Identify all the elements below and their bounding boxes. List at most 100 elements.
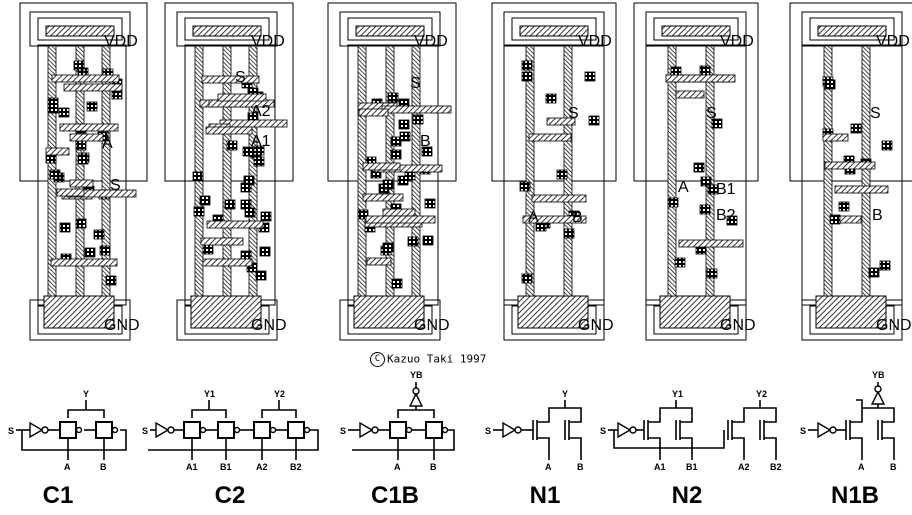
layout-group: VDDGNDVDDGNDVDDGNDVDDGNDVDDGNDVDDGNDSASA… — [19, 2, 912, 341]
pin-label: B — [100, 462, 107, 472]
transmission-gate — [287, 421, 305, 439]
contact — [357, 209, 369, 220]
contact — [105, 275, 117, 286]
nwell-outline — [789, 2, 912, 182]
inverter-bubble — [41, 426, 49, 434]
gate-bubble — [199, 426, 207, 434]
cell-label-n2: N2 — [671, 482, 703, 509]
cell-boundary — [503, 44, 605, 306]
metal-bar — [362, 162, 401, 171]
metal-bar — [69, 133, 104, 142]
vdd-metal — [45, 25, 115, 37]
contact — [700, 176, 712, 187]
pin-label: A — [545, 462, 552, 472]
metal-bar — [206, 220, 264, 229]
contact — [390, 136, 402, 147]
layout-label-gnd: GND — [876, 317, 912, 334]
metal-bar — [217, 93, 267, 102]
gate-bubble — [233, 426, 241, 434]
metal-bar — [678, 239, 744, 248]
wire — [648, 410, 661, 423]
layout-label-vdd: VDD — [251, 33, 285, 50]
contact — [584, 71, 596, 82]
layout-label-gnd: GND — [414, 317, 450, 334]
wire — [261, 409, 297, 418]
layout-label-gnd: GND — [104, 317, 140, 334]
gnd-metal — [353, 295, 425, 329]
wire — [548, 407, 582, 410]
wire — [732, 437, 745, 452]
pin-label: B — [577, 462, 584, 472]
gate-bubble — [405, 426, 413, 434]
vdd-rail-inner — [653, 17, 739, 41]
vdd-metal — [192, 25, 262, 37]
pin-label: S — [600, 426, 606, 436]
gate-bubble — [269, 426, 277, 434]
contact — [59, 222, 71, 233]
contact — [829, 214, 841, 225]
layout-label-vdd: VDD — [414, 33, 448, 50]
wire — [680, 437, 693, 452]
contact — [424, 198, 436, 209]
output-label: Y1 — [204, 389, 215, 399]
metal-bar — [365, 215, 436, 224]
wire — [569, 437, 582, 452]
metal-bar — [366, 257, 392, 266]
inverter-bubble — [829, 426, 837, 434]
layout-pin-label: A1 — [251, 133, 271, 150]
layout-label-vdd: VDD — [720, 33, 754, 50]
output-label: Y1 — [672, 389, 683, 399]
poly-wire — [222, 45, 232, 297]
contact — [390, 149, 402, 160]
wire — [882, 410, 895, 423]
metal-bar — [201, 75, 260, 84]
layout-pin-label: B — [572, 209, 583, 226]
layout-pin-label: S — [110, 177, 121, 194]
vdd-rail-inner — [511, 17, 597, 41]
layout-label-gnd: GND — [720, 317, 756, 334]
layout-label-vdd: VDD — [578, 33, 612, 50]
wire — [680, 410, 693, 423]
wire — [648, 437, 661, 452]
inverter-bubble — [514, 426, 522, 434]
wire — [850, 437, 863, 452]
metal-bar — [675, 90, 705, 99]
pin-label: B2 — [770, 462, 782, 472]
transmission-gate — [425, 421, 443, 439]
contact — [588, 115, 600, 126]
transmission-gate — [95, 421, 113, 439]
wire — [569, 410, 582, 423]
cell-label-c2: C2 — [214, 482, 246, 509]
contact — [47, 103, 59, 114]
copyright-symbol: C — [370, 352, 385, 367]
wire — [659, 407, 693, 410]
metal-bar — [50, 258, 118, 267]
wire — [850, 410, 863, 423]
contact — [824, 79, 836, 90]
metal-bar — [528, 133, 572, 142]
pin-label: B1 — [220, 462, 232, 472]
contact — [422, 235, 434, 246]
layout-pin-label: B2 — [716, 207, 736, 224]
layout-pin-label: S — [706, 105, 717, 122]
vdd-rail-frame — [645, 11, 747, 47]
contact — [412, 114, 424, 125]
layout-label-gnd: GND — [251, 317, 287, 334]
contact — [259, 246, 271, 257]
gnd-metal — [190, 295, 262, 329]
contact — [199, 195, 211, 206]
vdd-rail-inner — [809, 17, 895, 41]
poly-wire — [248, 45, 258, 297]
output-label: Y — [562, 389, 568, 399]
output-label: Y — [83, 389, 89, 399]
gate-bubble — [303, 426, 311, 434]
inverter-symbol — [502, 421, 517, 439]
vdd-rail-frame — [801, 11, 903, 47]
output-label: YB — [872, 370, 885, 380]
contact — [519, 181, 531, 192]
wire — [21, 429, 127, 451]
